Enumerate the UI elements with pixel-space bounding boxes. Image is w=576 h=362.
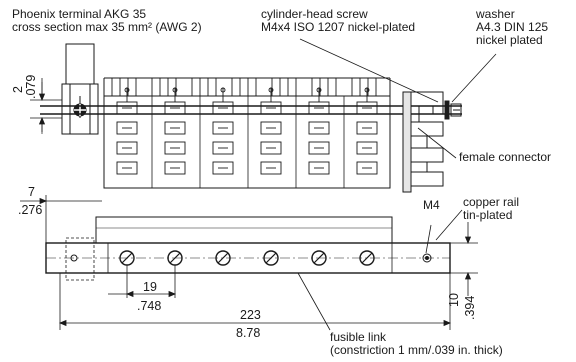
height-dimension [38,78,46,132]
screw-callout-line1: cylinder-head screw [261,7,368,21]
screw-and-washer [432,100,462,120]
rail-width-dim-mm: 10 [447,293,461,307]
terminal-callout-line1: Phoenix terminal AKG 35 [12,7,147,21]
bottom-dimensions [20,195,478,330]
fusible-link-callout-line1: fusible link [330,330,387,344]
pitch-dim-mm: 19 [143,280,157,294]
m4-label: M4 [423,198,440,212]
washer-callout-line3: nickel plated [476,33,543,47]
rail-side-view [30,82,462,134]
length-dim-in: 8.78 [236,326,261,340]
terminal-callout-line2: cross section max 35 mm² (AWG 2) [12,20,202,34]
screw-callout-line2: M4x4 ISO 1207 nickel-plated [261,20,416,34]
washer-callout-line2: A4.3 DIN 125 [476,20,549,34]
rail-bottom-view [45,216,451,281]
copper-rail-callout-line2: tin-plated [463,208,513,222]
fusible-link-callout-line2: (constriction 1 mm/.039 in. thick) [330,343,503,357]
fuse-holder-block [103,77,391,189]
washer-callout-line1: washer [476,7,515,21]
rail-width-dim-in: .394 [463,295,477,320]
leader-lines-top [299,38,497,159]
leader-lines-bottom [297,209,463,331]
phoenix-terminal [61,43,99,135]
pitch-dim-in: .748 [137,299,162,313]
copper-rail-callout-line1: copper rail [463,195,520,209]
length-dim-mm: 223 [240,308,261,322]
height-dim-in: .079 [24,74,38,99]
end-offset-dim-mm: 7 [28,185,35,199]
fuse-contact-slots [116,87,378,175]
end-offset-dim-in: .276 [18,203,43,217]
female-connector [402,91,444,193]
female-connector-label: female connector [459,150,552,164]
